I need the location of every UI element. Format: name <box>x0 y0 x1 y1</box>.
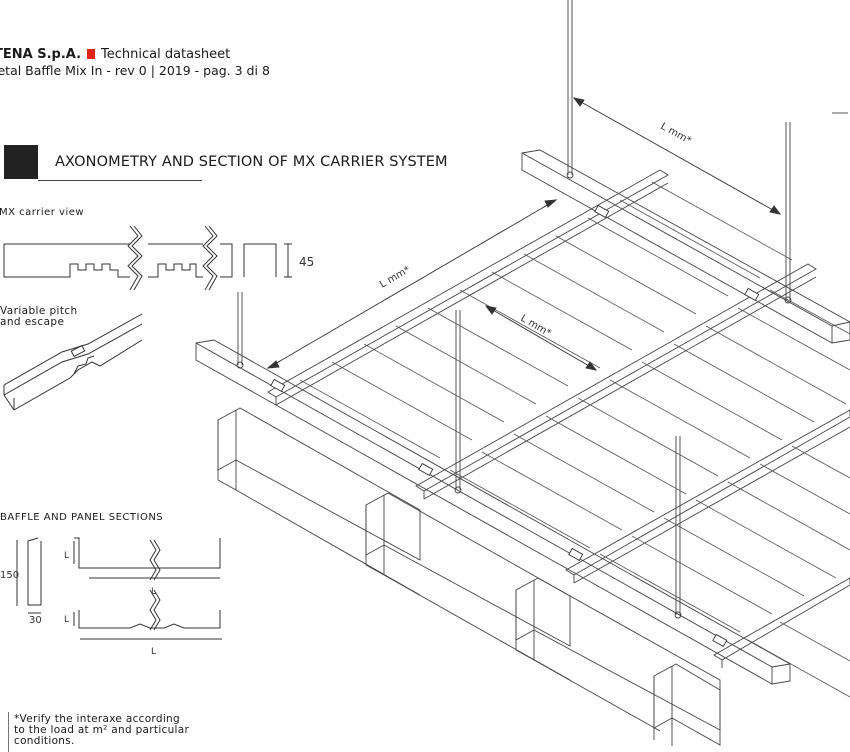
slat-grid <box>299 181 850 698</box>
left-drawings: 45 150 30 L L L L <box>0 225 314 657</box>
footnote-line1: *Verify the interaxe according <box>14 713 180 725</box>
cross-profile <box>713 577 850 661</box>
document-header: TENA S.p.A. Technical datasheet <box>0 47 230 62</box>
footnote-line3: conditions. <box>14 735 75 747</box>
hanger-fixing <box>674 611 682 619</box>
panel-section-drawing-1 <box>73 537 221 581</box>
panel-dim-L-3: L <box>64 615 69 625</box>
carrier-beam-top <box>521 149 850 344</box>
footnote-line2: to the load at m² and particular <box>14 724 190 736</box>
variable-pitch-drawing <box>3 313 143 411</box>
carrier-beam-bottom <box>195 339 791 685</box>
document-type: Technical datasheet <box>101 47 231 62</box>
hanger-fixing <box>454 486 462 494</box>
variable-pitch-label: Variable pitch and escape <box>0 306 78 328</box>
hanger-fixing <box>236 361 244 369</box>
panel-section-drawing-2 <box>73 589 222 640</box>
company-name: TENA S.p.A. <box>0 47 82 62</box>
section-title: AXONOMETRY AND SECTION OF MX CARRIER SYS… <box>55 154 448 170</box>
note-marker <box>8 712 9 752</box>
beam-slots <box>270 204 760 648</box>
panel-dim-L-2: L <box>151 587 156 597</box>
document-subline: letal Baffle Mix In - rev 0 | 2019 - pag… <box>0 63 270 78</box>
hanger-fixing <box>566 171 574 179</box>
baffle-panel <box>653 663 721 746</box>
panel-dim-L-4: L <box>151 647 156 657</box>
carrier-profile-drawing <box>3 225 292 291</box>
baffle-height-dimension: 150 <box>0 570 19 581</box>
dimension-lines <box>266 97 782 371</box>
cross-profile <box>415 263 817 492</box>
cross-profile <box>267 169 669 398</box>
variable-pitch-line1: Variable pitch <box>0 305 78 317</box>
section-underline <box>38 180 202 181</box>
section-marker <box>4 145 38 179</box>
dimension-label-1: L mm* <box>659 121 693 147</box>
baffle-section-drawing <box>16 537 42 614</box>
hanger-fixing <box>784 296 792 304</box>
carrier-height-dimension: 45 <box>299 255 314 269</box>
baffle-sections-label: BAFFLE AND PANEL SECTIONS <box>0 512 164 523</box>
panel-dim-L-1: L <box>64 551 69 561</box>
baffle-panel <box>365 492 571 647</box>
baffle-width-dimension: 30 <box>29 615 42 626</box>
footnote: *Verify the interaxe according to the lo… <box>14 714 189 747</box>
brand-square-icon <box>87 49 96 59</box>
variable-pitch-line2: and escape <box>0 316 65 328</box>
cross-profile <box>565 409 850 576</box>
carrier-view-label: MX carrier view <box>0 207 85 218</box>
